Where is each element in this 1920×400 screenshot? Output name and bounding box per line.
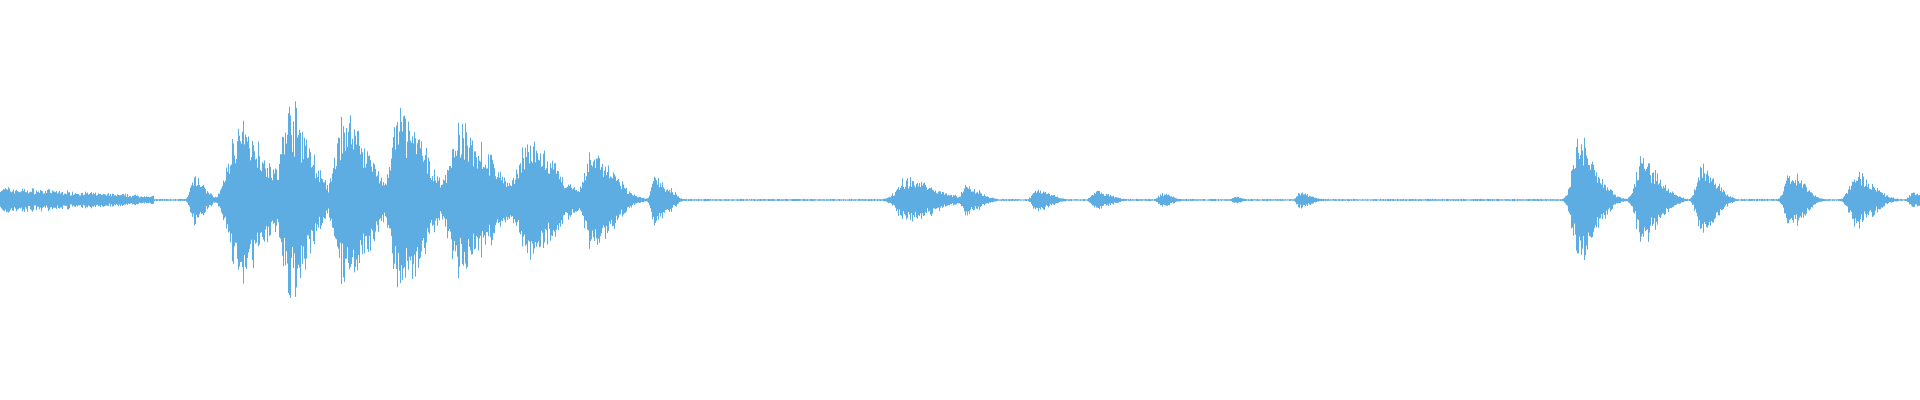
- waveform-graphic: [0, 101, 1920, 299]
- audio-waveform: [0, 101, 1920, 299]
